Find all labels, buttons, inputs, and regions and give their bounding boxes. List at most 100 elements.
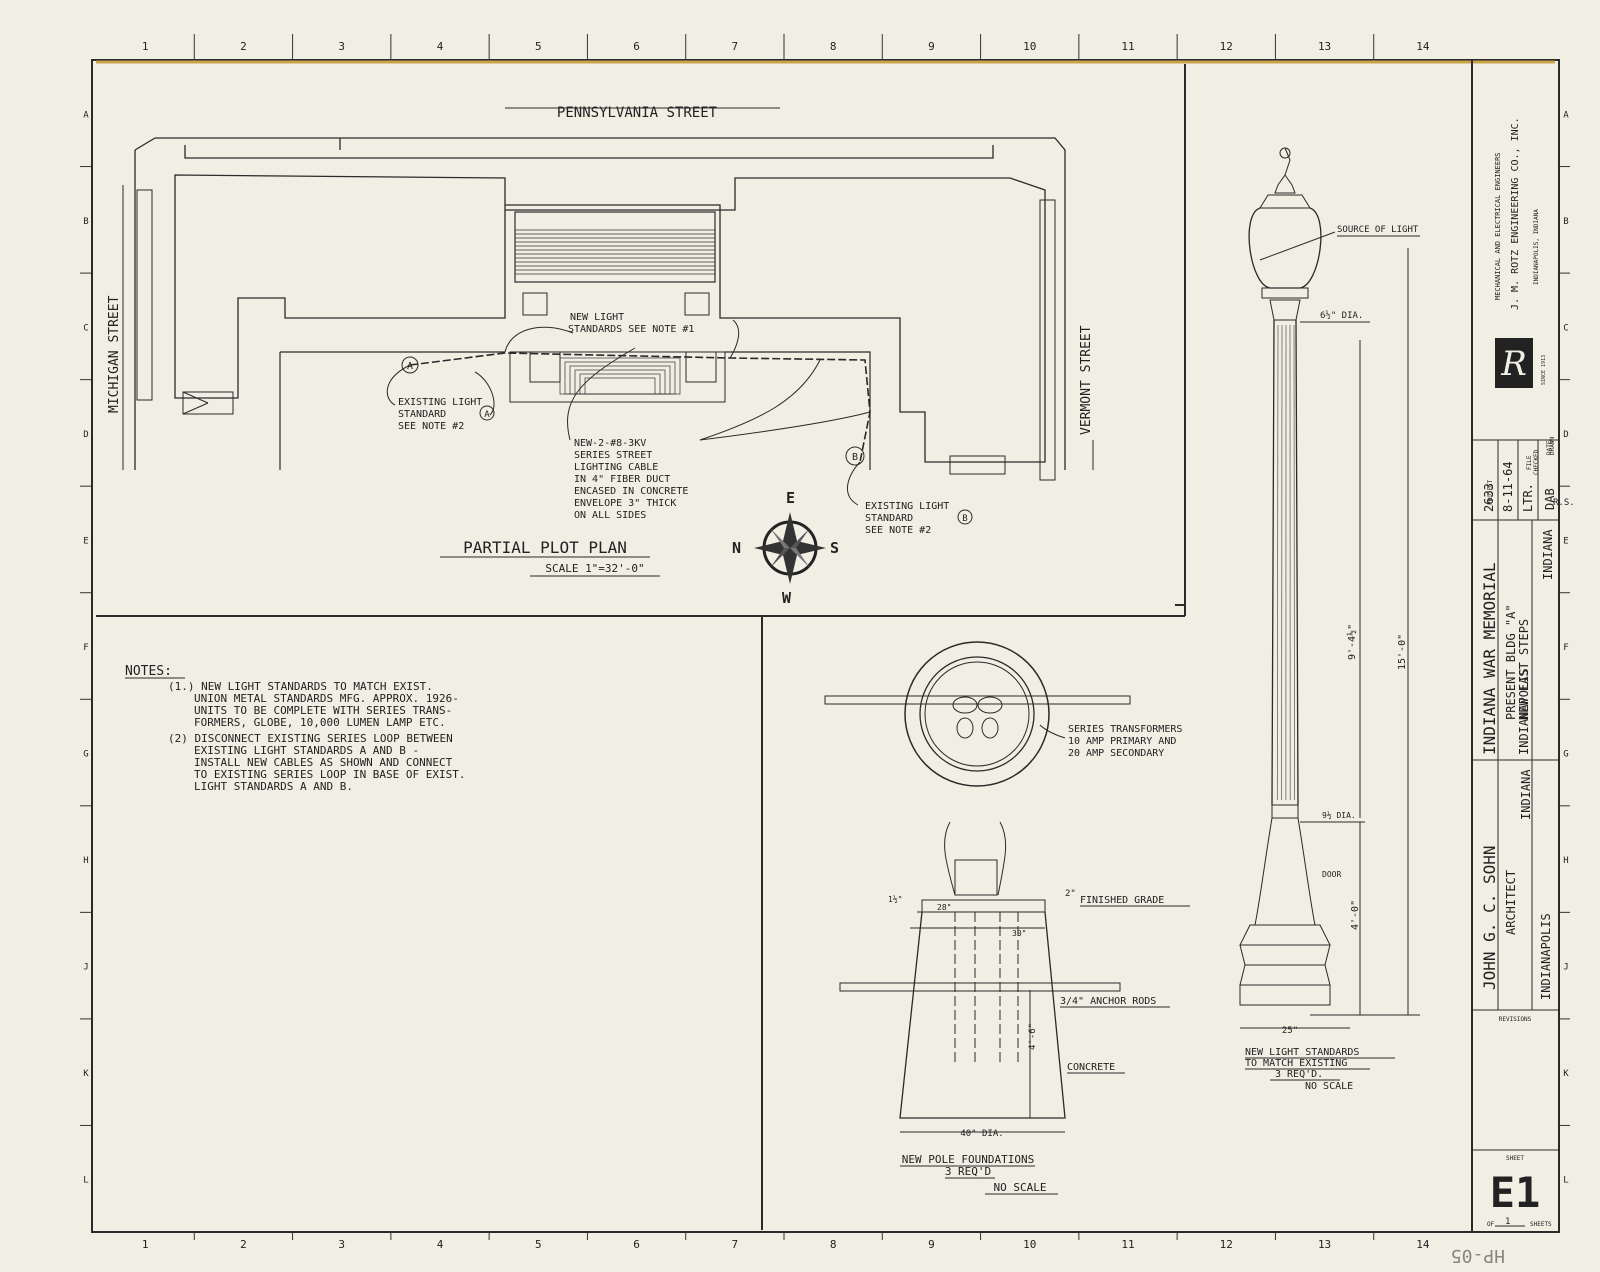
svg-text:OF: OF [1487,1221,1495,1228]
row-label-left: G [83,750,88,760]
svg-text:(2) DISCONNECT EXISTING SERIES: (2) DISCONNECT EXISTING SERIES LOOP BETW… [168,732,453,745]
dim-shaft: 9'-4½" [1346,624,1358,660]
svg-text:ON ALL SIDES: ON ALL SIDES [574,510,646,521]
label-door: DOOR [1322,870,1341,879]
compass-s: S [830,539,839,557]
of-count: 1 [1505,1217,1510,1227]
svg-text:TO MATCH EXISTING: TO MATCH EXISTING [1245,1058,1347,1069]
row-label-left: C [83,323,88,333]
svg-text:FORMERS, GLOBE, 10,000 LUMEN L: FORMERS, GLOBE, 10,000 LUMEN LAMP ETC. [194,716,446,729]
drawn: R.S. [1553,498,1575,508]
label-source-of-light: SOURCE OF LIGHT [1337,225,1419,235]
svg-text:STANDARD: STANDARD [398,409,446,420]
svg-text:ENVELOPE 3" THICK: ENVELOPE 3" THICK [574,498,676,509]
svg-text:A: A [484,410,490,420]
project-title: INDIANA WAR MEMORIAL [1480,562,1499,755]
svg-text:INSTALL NEW CABLES AS SHOWN AN: INSTALL NEW CABLES AS SHOWN AND CONNECT [194,756,453,769]
svg-text:NO SCALE: NO SCALE [1305,1081,1353,1092]
row-label-right: G [1563,750,1568,760]
svg-text:DRAWN: DRAWN [1549,437,1556,455]
compass-rose: E N S W [732,489,839,607]
col-label-top: 2 [240,40,247,53]
svg-text:STANDARD: STANDARD [865,513,913,524]
notes-heading: NOTES: [125,664,172,679]
dim-1-half: 1½" [888,894,902,904]
svg-text:FILE: FILE [1526,455,1533,470]
svg-text:SERIES STREET: SERIES STREET [574,450,652,461]
svg-text:20 AMP SECONDARY: 20 AMP SECONDARY [1068,748,1164,759]
project-sub1: PRESENT BLDG "A" [1504,604,1518,720]
col-label-top: 9 [928,40,935,53]
architect: JOHN G. C. SOHN [1480,846,1499,991]
col-label-top: 8 [830,40,837,53]
dia-top: 6½" DIA. [1320,310,1363,321]
dim-base: 4'-0" [1350,900,1361,930]
marker-b: B [852,452,858,463]
svg-text:EXISTING LIGHT STANDARDS A AND: EXISTING LIGHT STANDARDS A AND B - [194,744,419,757]
svg-text:STANDARDS SEE NOTE #1: STANDARDS SEE NOTE #1 [568,324,694,335]
col-label-top: 3 [338,40,345,53]
col-label-top: 6 [633,40,640,53]
revisions-label: REVISIONS [1499,1016,1532,1023]
svg-text:PROJECT: PROJECT [1487,479,1494,505]
svg-text:UNITS TO BE COMPLETE WITH SERI: UNITS TO BE COMPLETE WITH SERIES TRANS- [194,704,452,717]
col-label-bottom: 7 [732,1238,739,1251]
col-label-bottom: 11 [1121,1238,1134,1251]
col-label-top: 7 [732,40,739,53]
architect-city: INDIANAPOLIS [1539,913,1553,1000]
architect-role: ARCHITECT [1504,870,1518,935]
svg-text:NEW LIGHT STANDARDS: NEW LIGHT STANDARDS [1245,1047,1359,1058]
marker-a: A [407,361,413,372]
street-east-label: VERMONT STREET [1079,325,1094,435]
svg-text:NEW POLE FOUNDATIONS: NEW POLE FOUNDATIONS [902,1153,1034,1166]
col-label-bottom: 9 [928,1238,935,1251]
since: SINCE 1913 [1541,355,1547,385]
svg-text:ENCASED IN CONCRETE: ENCASED IN CONCRETE [574,486,688,497]
row-label-left: J [83,963,88,973]
compass-w: W [782,589,792,607]
svg-text:10 AMP PRIMARY AND: 10 AMP PRIMARY AND [1068,736,1176,747]
col-label-bottom: 10 [1023,1238,1036,1251]
col-label-bottom: 13 [1318,1238,1331,1251]
plot-plan-title: PARTIAL PLOT PLAN [463,538,627,557]
project-sub2: NEW EAST STEPS [1517,619,1531,720]
svg-text:LIGHTING CABLE: LIGHTING CABLE [574,462,658,473]
file: LTR. [1521,483,1535,512]
svg-text:LIGHT STANDARDS A AND B.: LIGHT STANDARDS A AND B. [194,780,353,793]
col-label-bottom: 5 [535,1238,542,1251]
row-label-left: A [83,110,89,120]
margin-note: HP-05 [1451,1245,1505,1266]
label-finished-grade: FINISHED GRADE [1080,895,1164,906]
svg-text:NEW LIGHT: NEW LIGHT [570,312,624,323]
sheet-label: SHEET [1506,1155,1524,1162]
svg-text:SEE NOTE #2: SEE NOTE #2 [865,525,931,536]
lamp-standard-elevation: SOURCE OF LIGHT 6½" DIA. 9'-4½" 15'-0" 9… [1239,147,1420,1092]
row-label-left: B [83,217,88,227]
svg-text:NEW-2-#8-3KV: NEW-2-#8-3KV [574,438,646,449]
row-label-right: H [1563,856,1568,866]
dim-2: 2" [1065,889,1076,899]
lamp-caption: NEW LIGHT STANDARDS TO MATCH EXISTING 3 … [1245,1047,1395,1092]
foundation-caption: NEW POLE FOUNDATIONS 3 REQ'D NO SCALE [900,1153,1058,1195]
title-block: MECHANICAL AND ELECTRICAL ENGINEERS J. M… [1472,117,1575,1228]
svg-text:NO SCALE: NO SCALE [994,1181,1047,1194]
col-label-top: 1 [142,40,149,53]
col-label-top: 10 [1023,40,1036,53]
col-label-top: 4 [437,40,444,53]
sheet-number: E1 [1490,1168,1541,1217]
dim-28: 28" [937,903,951,912]
firm-name: J. M. ROTZ ENGINEERING CO., INC. [1510,117,1521,310]
col-label-top: 14 [1416,40,1430,53]
firm-logo [1495,338,1533,388]
svg-text:SERIES TRANSFORMERS: SERIES TRANSFORMERS [1068,724,1182,735]
dim-40-dia: 40" DIA. [960,1129,1003,1139]
col-label-bottom: 4 [437,1238,444,1251]
architect-state: INDIANA [1519,769,1533,820]
row-label-left: K [83,1069,89,1079]
col-label-bottom: 3 [338,1238,345,1251]
notes: NOTES: (1.) NEW LIGHT STANDARDS TO MATCH… [125,664,466,793]
svg-text:UNION METAL STANDARDS MFG. APP: UNION METAL STANDARDS MFG. APPROX. 1926- [194,692,459,705]
